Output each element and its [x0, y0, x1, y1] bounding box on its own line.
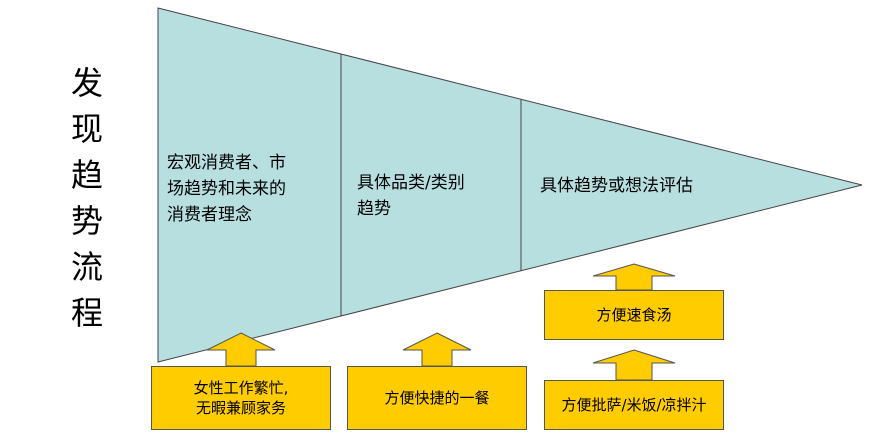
input-box-line: 方便快捷的一餐 — [384, 389, 490, 407]
stage-label-macro: 宏观消费者、市 场趋势和未来的 消费者理念 — [167, 150, 286, 228]
input-box-convenience-foods: 方便批萨/米饭/凉拌汁 — [544, 380, 724, 430]
stage-label-line: 宏观消费者、市 — [167, 153, 286, 173]
stage-label-evaluation: 具体趋势或想法评估 — [540, 173, 693, 199]
input-box-busy-women: 女性工作繁忙, 无暇兼顾家务 — [151, 366, 331, 430]
stage-label-line: 具体品类/类别 — [357, 173, 465, 193]
input-box-quick-meal: 方便快捷的一餐 — [347, 366, 527, 430]
input-box-line: 女性工作繁忙, — [193, 379, 289, 397]
input-box-line: 方便速食汤 — [596, 306, 672, 324]
input-box-line: 无暇兼顾家务 — [195, 399, 286, 417]
vertical-title: 发 现 趋 势 流 程 — [66, 60, 108, 336]
title-char: 现 — [70, 110, 103, 148]
stage-label-category: 具体品类/类别 趋势 — [357, 170, 465, 222]
stage-label-line: 趋势 — [357, 199, 391, 219]
stage-label-line: 消费者理念 — [167, 205, 252, 225]
input-box-line: 方便批萨/米饭/凉拌汁 — [561, 396, 707, 414]
title-char: 趋 — [70, 156, 103, 194]
up-arrow-4 — [592, 349, 676, 381]
up-arrow-2 — [402, 332, 472, 367]
input-box-instant-soup: 方便速食汤 — [544, 290, 724, 340]
up-arrow-3 — [592, 263, 676, 291]
funnel-shape — [157, 7, 863, 363]
stage-label-line: 场趋势和未来的 — [167, 179, 286, 199]
title-char: 发 — [70, 64, 103, 102]
stage-label-line: 具体趋势或想法评估 — [540, 176, 693, 196]
title-char: 势 — [70, 202, 103, 240]
title-char: 程 — [70, 294, 103, 332]
title-char: 流 — [70, 248, 103, 286]
